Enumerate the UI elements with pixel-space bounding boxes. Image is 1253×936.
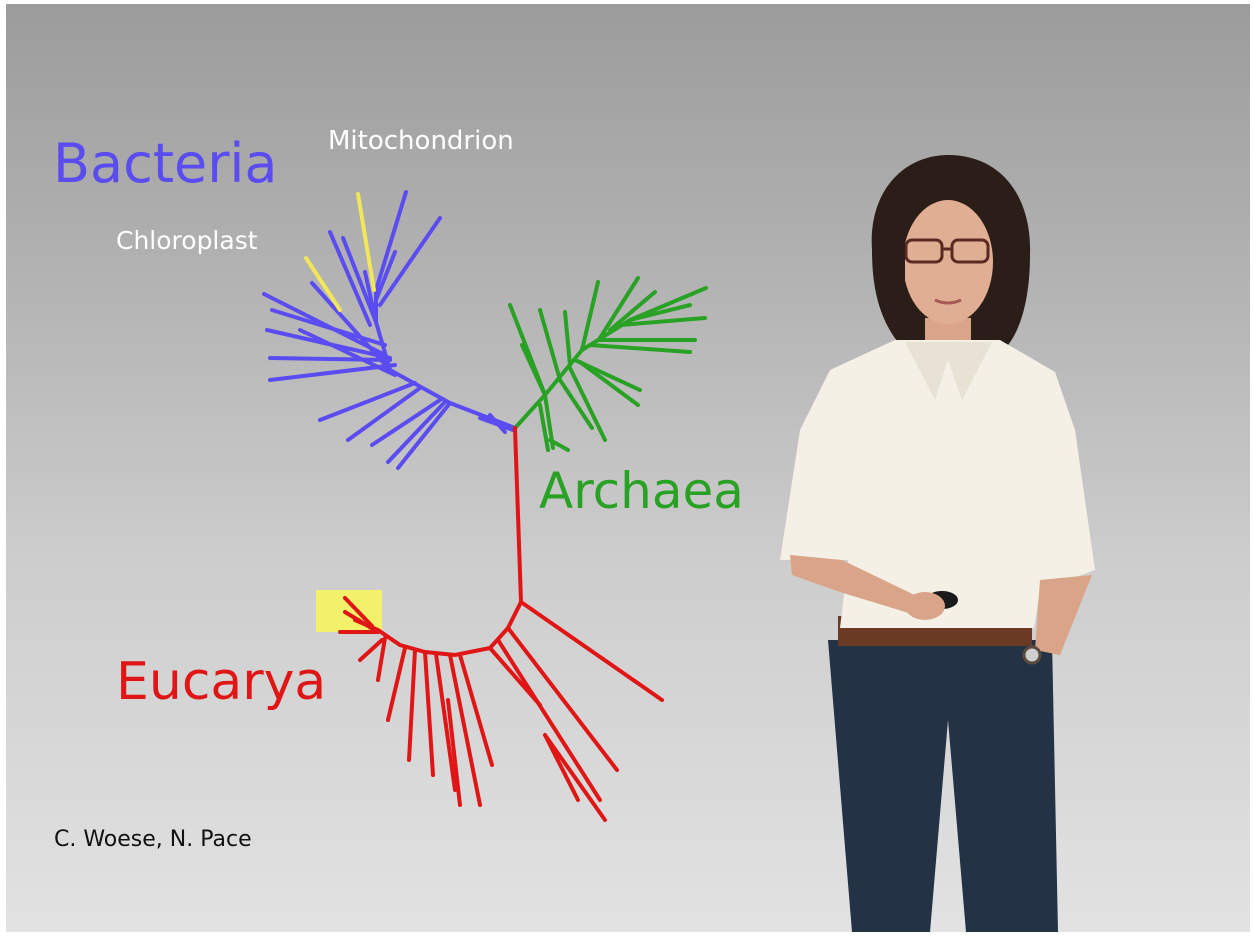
right-forearm [1035,575,1092,655]
video-frame: Bacteria Mitochondrion Chloroplast Archa… [6,4,1250,932]
jeans [828,640,1058,932]
watch-icon [1024,647,1040,663]
presenter-figure [6,4,1250,932]
